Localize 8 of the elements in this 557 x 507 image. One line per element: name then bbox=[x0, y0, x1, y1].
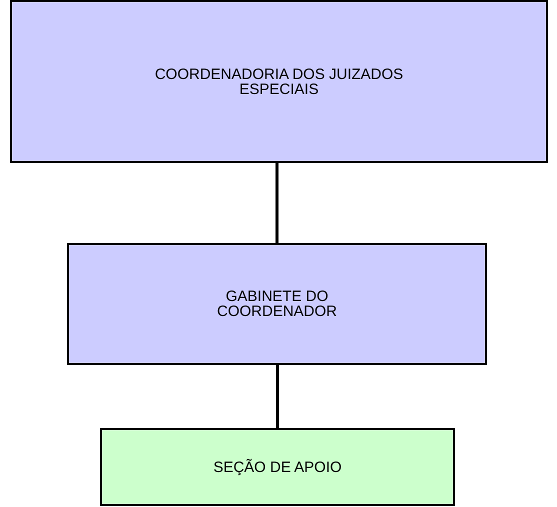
unit-box bbox=[100, 428, 455, 506]
unit-name: GABINETE DO COORDENADOR bbox=[216, 289, 338, 319]
unit-box bbox=[67, 243, 487, 365]
unit-box bbox=[10, 0, 548, 163]
unit-name: COORDENADORIA DOS JUIZADOS ESPECIAIS bbox=[154, 66, 404, 96]
connector-line bbox=[276, 365, 279, 428]
connector-line bbox=[276, 163, 278, 243]
unit-name: SEÇÃO DE APOIO bbox=[213, 460, 342, 474]
